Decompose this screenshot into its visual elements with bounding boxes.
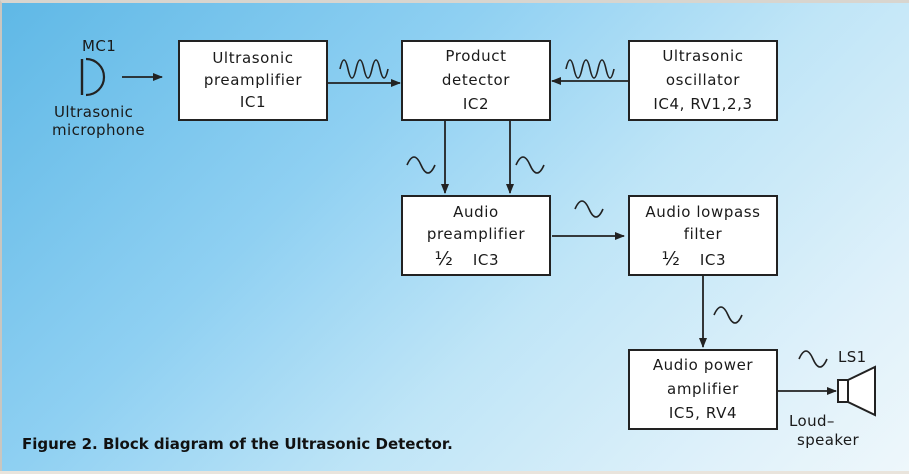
- ultrasonic-wave-icon: [565, 59, 615, 79]
- block-diagram: MC1 Ultrasonic microphone Ultrasonic pre…: [22, 37, 876, 453]
- block-product-detector: Product detector IC2: [401, 40, 551, 121]
- block-line1: Product: [445, 47, 506, 65]
- microphone-symbol: [80, 57, 106, 97]
- block-line3: IC3: [473, 251, 499, 269]
- loudspeaker-symbol: [837, 365, 876, 417]
- block-audio-preamplifier: Audio preamplifier ½ IC3: [401, 195, 551, 276]
- mic-ref-label: MC1: [82, 37, 116, 55]
- audio-wave-icon: [574, 200, 604, 218]
- block-line3: IC3: [700, 251, 726, 269]
- block-line1: Ultrasonic: [212, 49, 293, 67]
- block-line3: IC4, RV1,2,3: [653, 95, 752, 113]
- speaker-ref-label: LS1: [838, 348, 867, 366]
- block-line2: amplifier: [667, 380, 739, 398]
- block-line3: IC2: [463, 95, 489, 113]
- block-half-fraction: ½: [661, 248, 680, 270]
- ultrasonic-wave-icon: [339, 59, 389, 79]
- block-line1: Audio: [453, 203, 499, 221]
- audio-wave-icon: [798, 350, 828, 368]
- block-line2: filter: [684, 225, 723, 243]
- audio-wave-icon: [713, 306, 743, 324]
- block-line1: Ultrasonic: [662, 47, 743, 65]
- block-line2: oscillator: [666, 71, 740, 89]
- mic-label-line2: microphone: [52, 121, 145, 139]
- audio-wave-icon: [406, 156, 436, 174]
- block-half-fraction: ½: [434, 248, 453, 270]
- block-line2: preamplifier: [204, 71, 303, 89]
- block-line2: detector: [442, 71, 510, 89]
- speaker-label-line1: Loud–: [789, 412, 835, 430]
- audio-wave-icon: [515, 156, 545, 174]
- block-line3: IC5, RV4: [669, 404, 737, 422]
- mic-label-line1: Ultrasonic: [54, 103, 133, 121]
- block-line3: IC1: [240, 93, 266, 111]
- speaker-label-line2: speaker: [797, 431, 860, 449]
- figure-caption: Figure 2. Block diagram of the Ultrasoni…: [22, 435, 453, 453]
- block-line2: preamplifier: [427, 225, 526, 243]
- block-audio-lowpass-filter: Audio lowpass filter ½ IC3: [628, 195, 778, 276]
- block-audio-power-amplifier: Audio power amplifier IC5, RV4: [628, 349, 778, 430]
- block-line1: Audio lowpass: [645, 203, 760, 221]
- block-ultrasonic-oscillator: Ultrasonic oscillator IC4, RV1,2,3: [628, 40, 778, 121]
- block-line1: Audio power: [653, 356, 754, 374]
- block-ultrasonic-preamplifier: Ultrasonic preamplifier IC1: [178, 40, 328, 121]
